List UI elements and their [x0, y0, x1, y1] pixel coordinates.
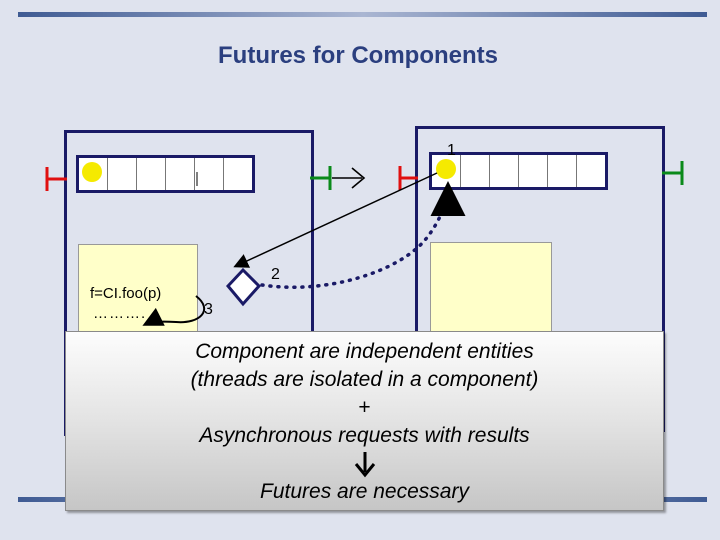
future-dot-right: [436, 159, 456, 179]
arrow-right-icon: [332, 167, 366, 189]
step-label-1: 1: [447, 142, 456, 159]
queue-cell: [194, 158, 223, 190]
request-endpoint-right-green: [662, 161, 684, 185]
queue-cell: [576, 155, 605, 187]
code-box-right: [430, 242, 552, 342]
queue-cell: [547, 155, 576, 187]
callout-box: Component are independent entities (thre…: [65, 331, 664, 511]
callout-plus: +: [358, 396, 371, 419]
step-label-3: 3: [204, 301, 213, 318]
step-label-2: 2: [271, 266, 280, 283]
future-diamond-icon: [225, 267, 262, 307]
request-endpoint-left-red: [45, 167, 67, 191]
slide-title: Futures for Components: [218, 42, 498, 69]
request-endpoint-middle-green: [310, 166, 332, 190]
request-queue-left: [76, 155, 255, 193]
request-endpoint-middle-red: [398, 166, 418, 190]
queue-cell: [489, 155, 518, 187]
result-dotted-path: [260, 181, 466, 289]
queue-cell: [518, 155, 547, 187]
code-line-ellipsis: ……….: [93, 305, 147, 322]
code-line-call: f=CI.foo(p): [90, 285, 162, 302]
queue-cell: [460, 155, 489, 187]
callout-line-3: Asynchronous requests with results: [199, 424, 530, 447]
queue-cell: [165, 158, 194, 190]
queue-cell: [107, 158, 136, 190]
queue-cell: [223, 158, 252, 190]
callout-line-2: (threads are isolated in a component): [190, 368, 539, 391]
queue-cell: [136, 158, 165, 190]
down-arrow-icon: [66, 450, 663, 478]
future-access-arrow: [142, 295, 206, 326]
request-line: [233, 172, 438, 268]
callout-line-1: Component are independent entities: [195, 340, 534, 363]
top-decorative-bar: [18, 12, 707, 17]
code-box-left: [78, 244, 198, 341]
future-dot-left: [82, 162, 102, 182]
callout-conclusion: Futures are necessary: [260, 480, 469, 503]
